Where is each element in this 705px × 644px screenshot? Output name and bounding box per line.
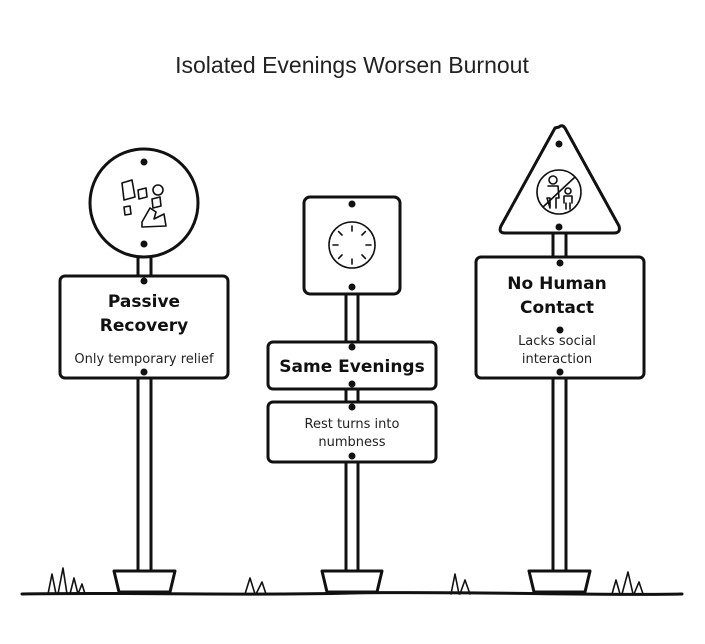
- sign-caption-line1: Lacks social: [518, 334, 596, 349]
- sign-board-caption: [266, 400, 438, 464]
- clock-icon: [328, 221, 376, 269]
- grass-tuft-center-right: [450, 573, 471, 595]
- grass-tuft-right: [611, 571, 644, 595]
- signpost-base: [320, 569, 384, 594]
- signpost-base: [112, 569, 177, 594]
- sign-heading: Same Evenings: [279, 357, 424, 377]
- sign-board: [474, 255, 646, 380]
- passive-leisure-icon: [121, 179, 167, 228]
- no-people-warning-icon: [536, 169, 582, 215]
- signpost-same-evenings: Same Evenings Rest turns into numbness: [266, 195, 438, 594]
- sign-caption: Only temporary relief: [74, 352, 214, 367]
- sign-heading-line2: Recovery: [100, 316, 188, 336]
- grass-tuft-center-left: [244, 577, 267, 595]
- signpost-no-human-contact: No Human Contact Lacks social interactio…: [474, 124, 646, 594]
- signpost-base: [527, 569, 592, 594]
- sign-board-heading: [266, 340, 438, 391]
- signpost-passive-recovery: Passive Recovery Only temporary relief: [58, 147, 230, 594]
- sign-board: [58, 274, 230, 380]
- round-sign: [88, 147, 200, 259]
- sign-heading-line1: Passive: [108, 292, 180, 312]
- square-sign: [302, 195, 402, 296]
- grass-tuft-left: [47, 567, 86, 595]
- sign-heading-line1: No Human: [507, 274, 606, 294]
- triangle-warning-sign: [498, 124, 621, 235]
- sign-caption-line2: interaction: [522, 352, 592, 367]
- sign-caption-line2: numbness: [318, 435, 385, 450]
- sign-heading-line2: Contact: [520, 298, 594, 318]
- sign-caption-line1: Rest turns into: [305, 417, 400, 432]
- diagram-title: Isolated Evenings Worsen Burnout: [175, 52, 529, 78]
